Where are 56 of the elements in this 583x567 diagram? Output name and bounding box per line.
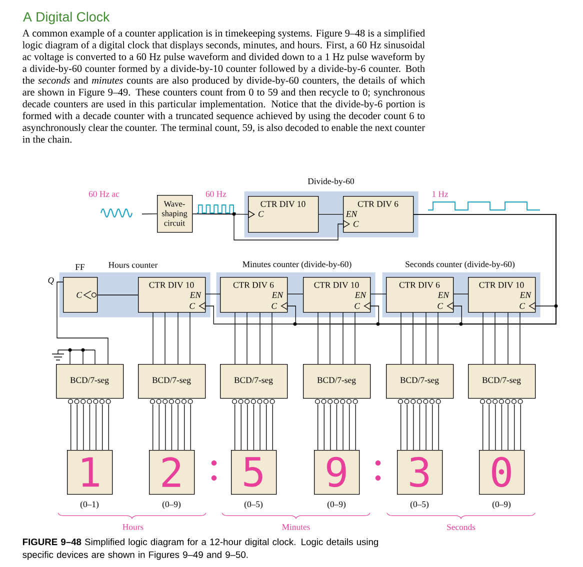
wire xyxy=(318,312,356,364)
counter-box: CTR DIV 6 EN C xyxy=(220,277,288,313)
decoder-box: BCD/7-seg xyxy=(138,364,206,404)
decoder-box: BCD/7-seg xyxy=(303,364,371,404)
seven-segment-display: 1 xyxy=(67,450,113,495)
range-label: (0–1) xyxy=(80,501,99,509)
counter-box: CTR DIV 10 EN C xyxy=(138,277,206,313)
decoder-box: BCD/7-seg xyxy=(56,364,124,404)
wire xyxy=(234,404,273,450)
range-label: (0–5) xyxy=(244,501,262,509)
range-label: (0–9) xyxy=(162,501,180,509)
frequency-label: 60 Hz ac xyxy=(88,191,120,197)
wire xyxy=(70,404,109,450)
node-label: Hours counter xyxy=(108,262,158,268)
node-label: Divide-by-60 xyxy=(308,178,354,186)
wire xyxy=(482,404,521,450)
decoder-box: BCD/7-seg xyxy=(386,364,454,404)
frequency-label: 1 Hz xyxy=(432,191,448,197)
decoder-box: BCD/7-seg xyxy=(468,364,536,404)
range-label: (0–5) xyxy=(410,501,428,509)
counter-box: CTR DIV 10 EN C xyxy=(468,277,536,313)
group-label: Hours xyxy=(122,524,144,530)
heading: A Digital Clock xyxy=(23,12,110,24)
circuit-box: Wave-shaping circuit xyxy=(157,195,193,233)
counter-box: CTR DIV 10 C xyxy=(248,196,319,233)
wire xyxy=(152,404,191,450)
figure-caption: FIGURE 9–48 Simplified logic diagram for a 12-hour digital clock. Logic details using specific devices are shown in Figures 9–49 and 9–50. xyxy=(22,538,378,560)
seven-segment-display: 5 xyxy=(231,450,277,495)
wire xyxy=(318,404,356,450)
node-label: Minutes counter (divide-by-60) xyxy=(242,261,352,269)
pin-label: Q xyxy=(48,277,54,285)
counter-box: CTR DIV 10 EN C xyxy=(303,277,371,313)
wire xyxy=(192,214,350,240)
wire xyxy=(400,404,439,450)
range-label: (0–9) xyxy=(328,501,346,509)
wire xyxy=(482,312,520,364)
decoder-box: BCD/7-seg xyxy=(220,364,288,404)
flip-flop-box: FF C xyxy=(63,264,98,313)
wire xyxy=(318,214,344,215)
group-label: Minutes xyxy=(282,524,310,530)
frequency-label: 60 Hz xyxy=(206,191,226,197)
seven-segment-display: 9 xyxy=(314,450,360,495)
seven-segment-display: 2 xyxy=(149,450,195,495)
wire xyxy=(234,312,272,364)
seven-segment-display: 0 xyxy=(479,450,525,495)
node-label: Seconds counter (divide-by-60) xyxy=(406,261,514,269)
seven-segment-display: 3 xyxy=(397,450,443,495)
wire xyxy=(97,294,138,296)
wire xyxy=(152,312,190,364)
counter-box: CTR DIV 6 EN C xyxy=(386,277,454,313)
body-text: A common example of a counter application is in timekeeping systems. Figure 9–48 is a simplified logic diagram of a digital clock that displays seconds, minutes, and hours. First, a 60 Hz sinusoidal ac voltage is converted to a 60 Hz pulse waveform and divided down to a 1 Hz pulse waveform by a divide-by-60 counter formed by a divide-by-10 counter followed by a divide-by-6 counter. Both the seconds and minutes counts are also produced by divide-by-60 counters, the details of which are shown in Figure 9–49. These counters count from 0 to 59 and then recycle to 0; synchronous decade counters are used in this particular implementation. Notice that the divide-by-6 portion is formed with a decade counter with a truncated sequence achieved by using the decoder count 6 to asynchronously clear the counter. The terminal count, 59, is also decoded to enable the next counter in the chain. xyxy=(22,29,425,143)
wire xyxy=(56,282,108,364)
counter-box: CTR DIV 6 EN C xyxy=(343,196,414,233)
range-label: (0–9) xyxy=(492,501,510,509)
group-label: Seconds xyxy=(447,524,476,530)
wire xyxy=(400,312,438,364)
